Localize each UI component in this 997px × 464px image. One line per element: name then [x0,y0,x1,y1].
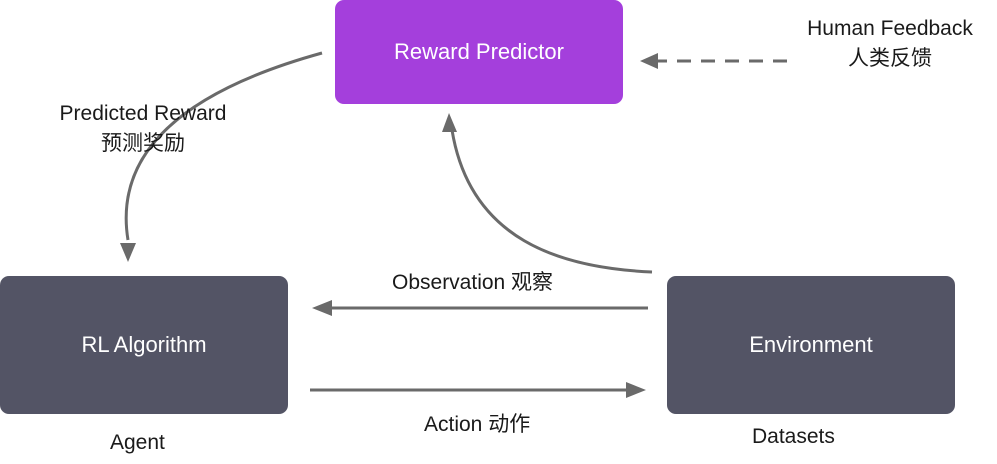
human-feedback-arrowhead [640,53,658,69]
environment-to-reward-arrowhead [442,113,457,132]
rl-algorithm-node: RL Algorithm [0,276,288,414]
reward-predictor-label: Reward Predictor [394,39,564,64]
reward-predictor-node: Reward Predictor [335,0,623,104]
observation-label: Observation 观察 [392,271,554,294]
predicted-reward-en: Predicted Reward [59,102,227,125]
observation-arrowhead [312,300,332,316]
environment-node: Environment [667,276,955,414]
predicted-reward-arrow [124,51,323,241]
human-feedback-en: Human Feedback [807,17,973,40]
action-label: Action 动作 [424,413,531,436]
datasets-caption: Datasets [752,425,835,448]
environment-to-reward-arrow [450,129,653,274]
agent-caption: Agent [110,431,165,454]
predicted-reward-zh: 预测奖励 [101,132,185,155]
predicted-reward-arrowhead [120,243,136,262]
action-arrowhead [626,382,646,398]
environment-label: Environment [749,332,873,357]
human-feedback-zh: 人类反馈 [848,47,932,70]
rl-algorithm-label: RL Algorithm [81,332,207,357]
predicted-reward-label: Predicted Reward 预测奖励 [42,99,244,159]
human-feedback-label: Human Feedback 人类反馈 [790,14,990,74]
